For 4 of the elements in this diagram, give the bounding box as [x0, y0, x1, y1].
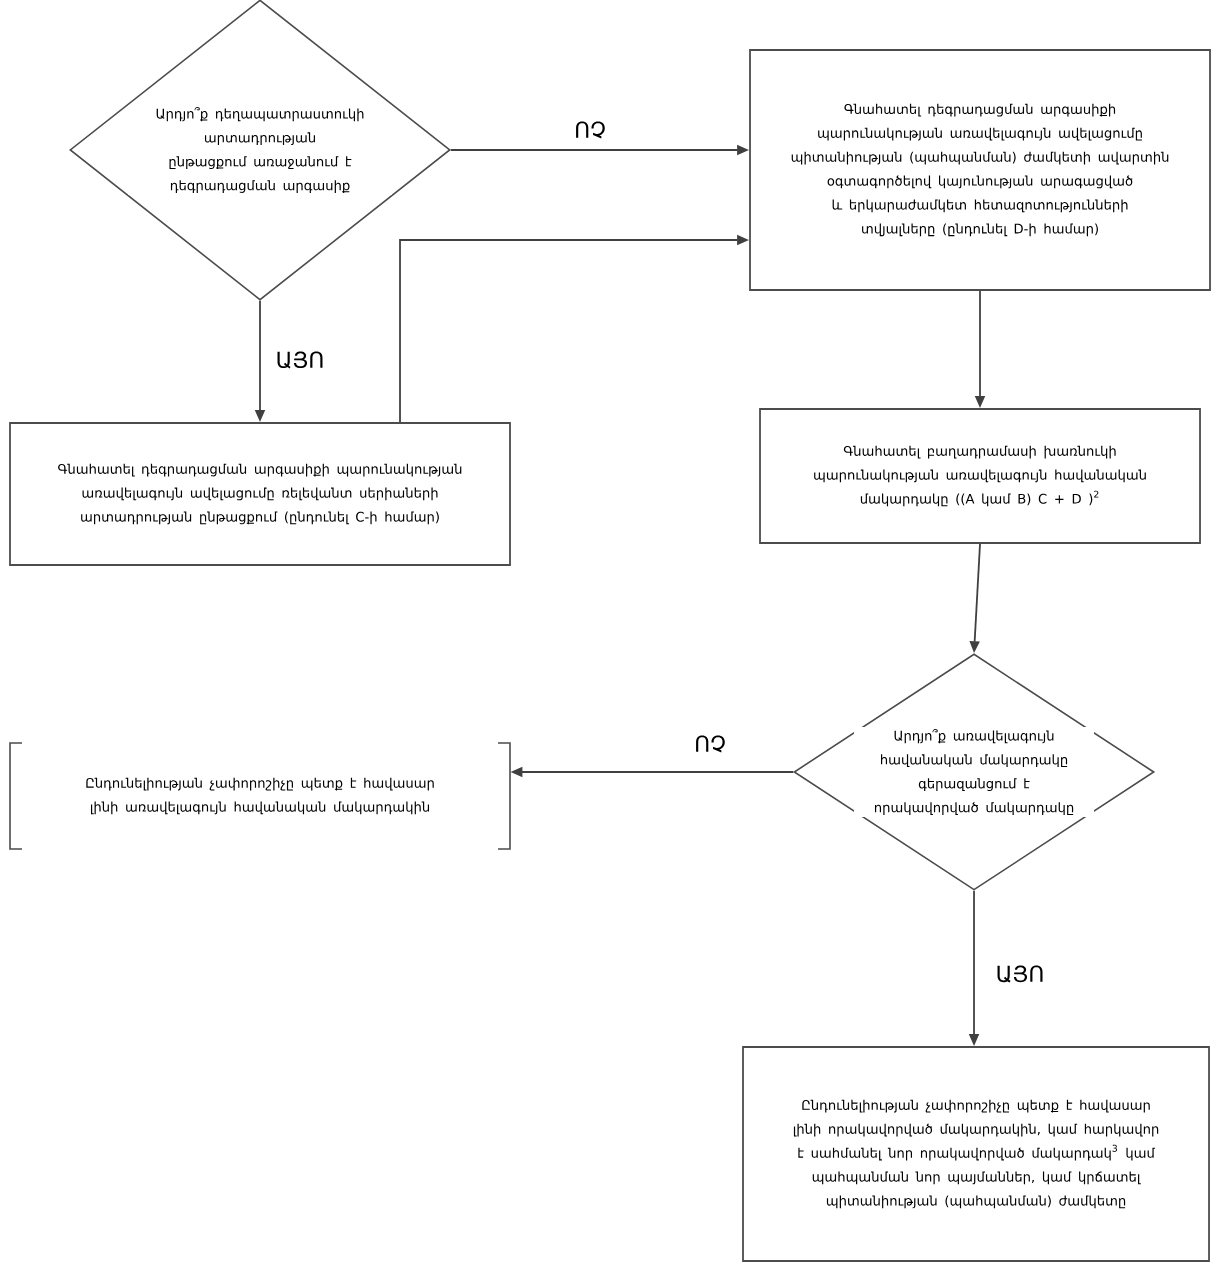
edge-label: ԱՅՈ [993, 963, 1047, 985]
edge-label: ԱՅՈ [273, 349, 327, 371]
edge-label: ՈՉ [692, 733, 728, 755]
edge-label: ՈՉ [572, 119, 608, 141]
